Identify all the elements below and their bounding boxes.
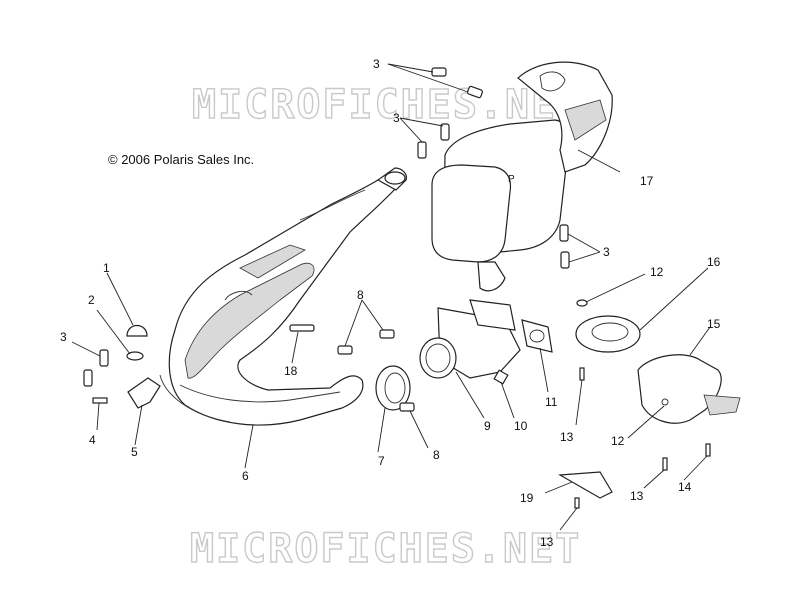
watermark-bottom: MICROFICHES.NET (190, 526, 581, 572)
callout-12-a: 12 (650, 265, 664, 279)
callout-9: 9 (484, 419, 491, 433)
callout-7: 7 (378, 454, 385, 468)
callout-13-c: 13 (540, 535, 554, 549)
expansion-chamber (159, 167, 407, 426)
bracket-19 (558, 471, 613, 499)
muffler-mark: P (508, 174, 515, 185)
callout-labels: 3 3 3 3 1 2 4 5 6 7 8 8 9 10 11 12 12 13… (60, 57, 721, 549)
callout-2: 2 (88, 293, 95, 307)
callout-3-d: 3 (60, 330, 67, 344)
leader-lines (71, 63, 711, 531)
callout-8-a: 8 (357, 288, 364, 302)
gasket-plate-11 (521, 319, 553, 353)
callout-19: 19 (520, 491, 534, 505)
callout-14: 14 (678, 480, 692, 494)
callout-11: 11 (545, 395, 558, 409)
manifold-elbow (419, 299, 521, 385)
callout-5: 5 (131, 445, 138, 459)
callout-4: 4 (89, 433, 96, 447)
callout-16: 16 (707, 255, 721, 269)
gasket-ring-7 (375, 365, 411, 411)
watermark-top: MICROFICHES.NET (192, 82, 583, 128)
callout-17: 17 (640, 174, 654, 188)
callout-1: 1 (103, 261, 110, 275)
muffler: P (431, 61, 613, 292)
callout-18: 18 (284, 364, 298, 378)
callout-8-b: 8 (433, 448, 440, 462)
heat-shield-ring-16 (575, 315, 641, 353)
small-hardware (92, 299, 711, 509)
springs (83, 67, 570, 412)
callout-13-b: 13 (630, 489, 644, 503)
callout-13-a: 13 (560, 430, 574, 444)
heat-shield-15 (637, 354, 741, 424)
callout-10: 10 (514, 419, 528, 433)
callout-12-b: 12 (611, 434, 625, 448)
callout-6: 6 (242, 469, 249, 483)
copyright-text: © 2006 Polaris Sales Inc. (108, 152, 254, 167)
callout-15: 15 (707, 317, 721, 331)
callout-3-c: 3 (603, 245, 610, 259)
callout-3-a: 3 (373, 57, 380, 71)
callout-3-b: 3 (393, 111, 400, 125)
